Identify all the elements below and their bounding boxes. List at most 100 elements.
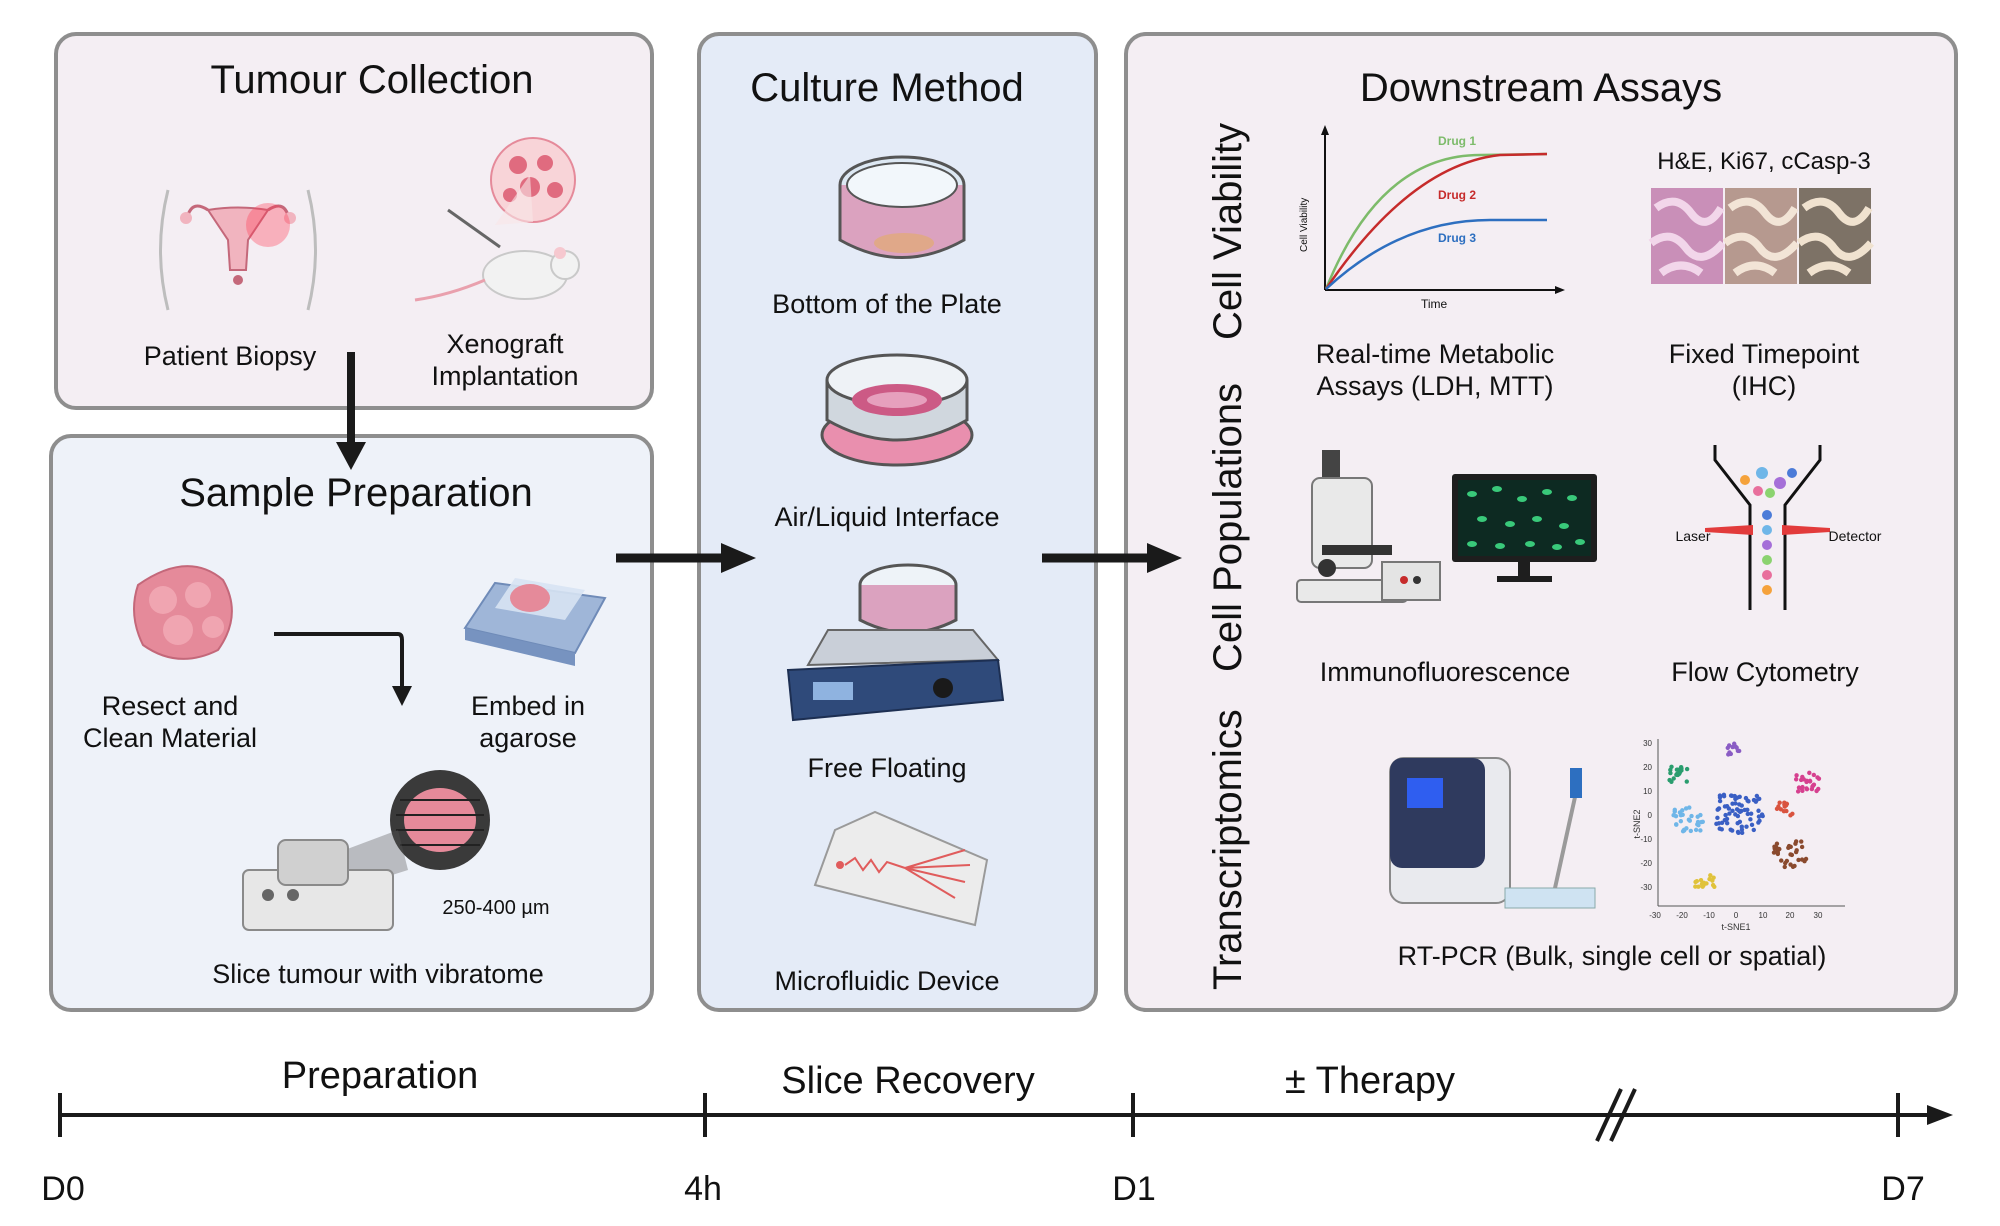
tsne-point xyxy=(1684,826,1689,831)
tick-label-d7: D7 xyxy=(1881,1170,1925,1208)
tsne-point xyxy=(1734,807,1740,812)
tsne-point xyxy=(1793,841,1798,846)
tsne-y-tick-4: -10 xyxy=(1640,835,1652,844)
tsne-point xyxy=(1677,810,1683,815)
tsne-point xyxy=(1717,798,1723,804)
tsne-point xyxy=(1671,813,1676,818)
tsne-point xyxy=(1732,793,1737,799)
ihc-tiles-icon xyxy=(1648,188,1875,284)
tsne-point xyxy=(1771,850,1777,855)
down-arrow xyxy=(336,352,366,470)
tick-label-d0: D0 xyxy=(41,1170,85,1208)
row-label-cell-populations: Cell Populations xyxy=(1206,382,1250,672)
tsne-point xyxy=(1698,828,1703,833)
tsne-point xyxy=(1811,772,1817,778)
tsne-x-tick-2: -10 xyxy=(1703,911,1715,920)
tsne-point xyxy=(1728,751,1734,757)
tsne-point xyxy=(1779,858,1784,863)
tsne-point xyxy=(1799,839,1804,844)
tumour-tissue-icon xyxy=(133,565,233,660)
tsne-point xyxy=(1736,830,1741,836)
tsne-point xyxy=(1684,779,1689,784)
tsne-point xyxy=(1728,827,1733,832)
break-mark-2 xyxy=(1609,1088,1637,1142)
tsne-x-tick-5: 20 xyxy=(1786,911,1795,920)
tsne-point xyxy=(1796,857,1801,863)
downstream-assays-title: Downstream Assays xyxy=(1359,66,1723,110)
tsne-point xyxy=(1793,777,1799,782)
tsne-point xyxy=(1788,852,1793,857)
tsne-point xyxy=(1687,805,1692,810)
right-arrow-to-culture xyxy=(616,543,756,573)
fixed-timepoint-label: Fixed Timepoint (IHC) xyxy=(1668,339,1860,401)
chart-y-label: Cell Viability xyxy=(1299,198,1310,252)
chart-x-label: Time xyxy=(1421,297,1448,311)
tsne-plot: -30 -20 -10 0 10 20 30 30 20 10 0 -10 -2… xyxy=(1632,739,1845,932)
tsne-point xyxy=(1775,850,1780,855)
tsne-point xyxy=(1739,830,1745,836)
tsne-point xyxy=(1710,878,1715,883)
tsne-point xyxy=(1686,817,1692,822)
tsne-y-label: t-SNE2 xyxy=(1632,809,1642,838)
tsne-point xyxy=(1696,823,1701,828)
tsne-point xyxy=(1786,845,1791,850)
tumour-collection-panel xyxy=(54,32,654,410)
tsne-point xyxy=(1788,813,1793,818)
embed-label: Embed in agarose xyxy=(470,691,586,753)
break-mark-1 xyxy=(1595,1088,1623,1142)
tsne-x-tick-4: 10 xyxy=(1759,911,1768,920)
tsne-point xyxy=(1694,878,1700,884)
timeline xyxy=(58,1088,1953,1142)
tsne-point xyxy=(1807,779,1813,784)
microfluidic-device-icon xyxy=(813,810,989,927)
tsne-point xyxy=(1754,793,1760,799)
resect-label: Resect and Clean Material xyxy=(82,691,258,753)
slice-label: Slice tumour with vibratome xyxy=(212,959,544,989)
flow-cytometry-icon xyxy=(1705,445,1830,610)
phase-preparation: Preparation xyxy=(281,1055,479,1097)
tsne-point xyxy=(1672,807,1677,813)
right-arrow-to-assays xyxy=(1042,543,1182,573)
tsne-point xyxy=(1696,884,1701,889)
microscope-icon xyxy=(1296,450,1441,603)
petri-dish-icon xyxy=(838,155,966,259)
series-line-drug-3 xyxy=(1325,218,1547,290)
patient-biopsy-label: Patient Biopsy xyxy=(143,341,317,371)
metabolic-assays-label: Real-time Metabolic Assays (LDH, MTT) xyxy=(1315,339,1555,401)
tsne-point xyxy=(1746,799,1751,804)
tsne-point xyxy=(1774,841,1780,846)
culture-item-4: Microfluidic Device xyxy=(774,966,1000,996)
tsne-point xyxy=(1795,789,1801,794)
tsne-point xyxy=(1698,812,1703,818)
tsne-point xyxy=(1674,772,1679,778)
tsne-point xyxy=(1708,873,1713,878)
fluorescence-monitor-icon xyxy=(1452,474,1597,582)
tsne-y-tick-0: 30 xyxy=(1643,739,1652,748)
tsne-point xyxy=(1749,822,1755,828)
tsne-point xyxy=(1744,824,1749,829)
tsne-y-tick-5: -20 xyxy=(1640,859,1652,868)
agarose-block-icon xyxy=(463,578,607,666)
tsne-point xyxy=(1756,808,1761,813)
tsne-x-tick-3: 0 xyxy=(1734,911,1739,920)
tsne-point xyxy=(1693,827,1699,833)
tsne-point xyxy=(1776,804,1781,809)
legend-drug-3: Drug 3 xyxy=(1438,231,1476,245)
tsne-point xyxy=(1748,817,1753,822)
tsne-point xyxy=(1715,807,1720,812)
tsne-point xyxy=(1671,776,1676,781)
tsne-x-tick-1: -20 xyxy=(1676,911,1688,920)
series-line-drug-2 xyxy=(1324,152,1548,290)
tick-label-d1: D1 xyxy=(1112,1170,1156,1208)
culture-method-title: Culture Method xyxy=(750,66,1024,110)
tsne-point xyxy=(1798,777,1804,783)
row-label-transcriptomics: Transcriptomics xyxy=(1206,709,1250,990)
tsne-point xyxy=(1717,795,1723,800)
tsne-point xyxy=(1700,819,1705,824)
tsne-point xyxy=(1739,803,1744,808)
sample-preparation-title: Sample Preparation xyxy=(179,471,533,515)
tsne-point xyxy=(1784,801,1790,807)
tsne-point xyxy=(1810,783,1816,788)
tsne-point xyxy=(1724,816,1730,822)
